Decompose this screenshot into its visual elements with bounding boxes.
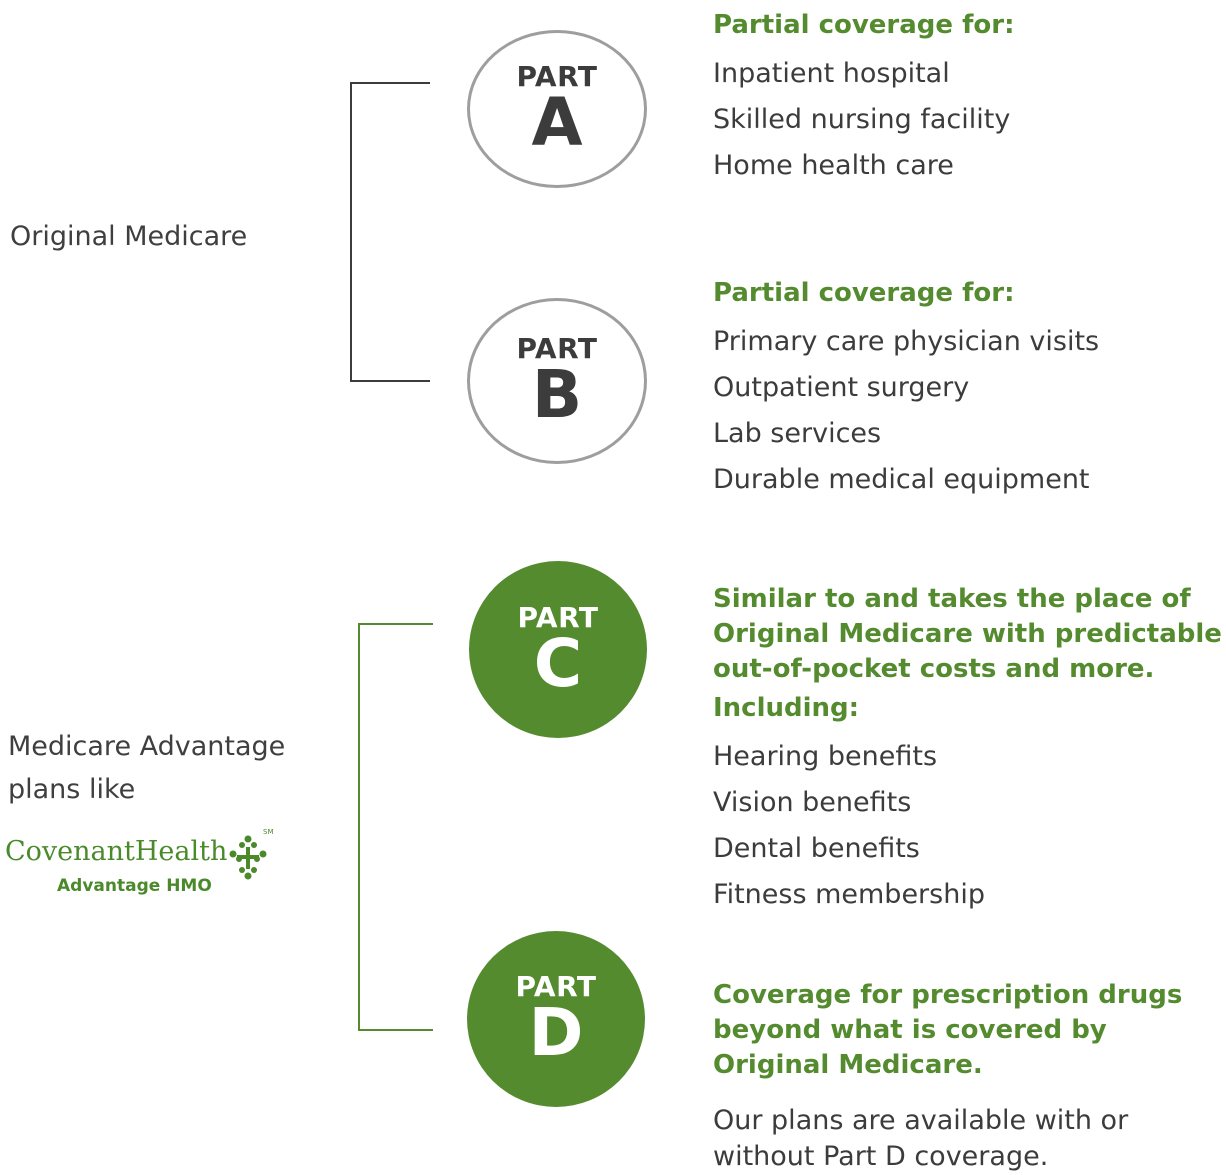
part-b-word: PART (516, 332, 598, 365)
part-b-item: Durable medical equipment (713, 464, 1090, 495)
part-b-heading: Partial coverage for: (713, 278, 1015, 308)
part-c-letter: C (533, 624, 583, 702)
part-d-heading-line: beyond what is covered by (713, 1015, 1107, 1045)
part-a-item: Skilled nursing facility (713, 104, 1011, 135)
part-c-item: Hearing benefits (713, 741, 938, 772)
part-b-item: Primary care physician visits (713, 326, 1100, 357)
part-a-letter: A (531, 84, 583, 161)
part-b-item: Outpatient surgery (713, 372, 970, 403)
logo-service-mark: SM (263, 828, 274, 836)
part-c-item: Dental benefits (713, 833, 920, 864)
logo-subtitle: Advantage HMO (57, 876, 212, 896)
part-c-subheading: Including: (713, 693, 860, 723)
part-d-note-line: without Part D coverage. (713, 1141, 1049, 1172)
original-medicare-label: Original Medicare (10, 221, 248, 252)
medicare-advantage-label: Medicare Advantage plans like (8, 725, 285, 811)
part-c-details: Similar to and takes the place of Origin… (713, 582, 1222, 918)
medicare-advantage-label-line1: Medicare Advantage (8, 731, 286, 762)
part-b-details: Partial coverage for: Primary care physi… (713, 276, 1099, 503)
part-c-heading-line: Original Medicare with predictable (713, 619, 1222, 649)
part-a-details: Partial coverage for: Inpatient hospital… (713, 8, 1015, 189)
cross-logo-icon (229, 835, 267, 880)
part-d-circle: PART D (467, 931, 645, 1107)
part-d-heading-line: Coverage for prescription drugs (713, 980, 1183, 1010)
part-c-item: Fitness membership (713, 879, 985, 910)
part-b-letter: B (531, 356, 583, 433)
medicare-advantage-label-line2: plans like (8, 774, 136, 805)
part-c-heading-line: Similar to and takes the place of (713, 584, 1191, 614)
part-a-item: Home health care (713, 150, 954, 181)
part-d-note-line: Our plans are available with or (713, 1105, 1129, 1136)
part-d-heading-line: Original Medicare. (713, 1050, 983, 1080)
part-c-item: Vision benefits (713, 787, 912, 818)
logo-name: CovenantHealth (5, 836, 228, 867)
covenant-health-logo: CovenantHealth SM Advantage HMO (5, 828, 280, 902)
part-c-heading-line: out-of-pocket costs and more. (713, 654, 1155, 684)
part-a-word: PART (516, 60, 598, 93)
part-b-circle: PART B (467, 298, 647, 464)
part-c-circle: PART C (469, 561, 647, 738)
part-d-word: PART (515, 970, 597, 1003)
part-d-letter: D (528, 994, 584, 1071)
part-a-item: Inpatient hospital (713, 58, 950, 89)
part-d-details: Coverage for prescription drugs beyond w… (713, 978, 1182, 1175)
part-a-heading: Partial coverage for: (713, 10, 1015, 40)
part-a-circle: PART A (467, 30, 647, 188)
part-c-word: PART (517, 600, 599, 634)
part-b-item: Lab services (713, 418, 882, 449)
